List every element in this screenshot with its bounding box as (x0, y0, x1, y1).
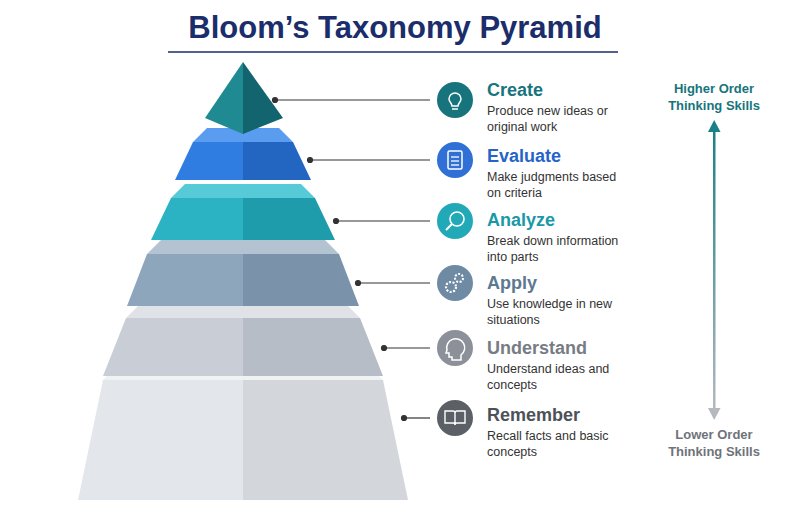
order-label: Lower Order Thinking Skills (655, 426, 773, 460)
order-label: Higher Order Thinking Skills (655, 80, 773, 114)
tier-face (171, 184, 315, 198)
level-item: UnderstandUnderstand ideas and concepts (487, 337, 627, 393)
understand-icon (437, 330, 473, 366)
pyramid-tiers (78, 128, 408, 500)
leader-lines (273, 98, 431, 421)
order-arrow (708, 120, 721, 420)
level-heading: Analyze (487, 209, 627, 231)
evaluate-icon (437, 142, 473, 178)
level-item: EvaluateMake judgments based on criteria (487, 145, 627, 201)
level-description: Produce new ideas or original work (487, 103, 627, 135)
level-item: ApplyUse knowledge in new situations (487, 272, 627, 328)
tier-face (243, 198, 335, 240)
diagram-title: Bloom’s Taxonomy Pyramid (0, 10, 790, 46)
tier-face (243, 254, 359, 306)
tier-face (243, 318, 383, 376)
tier-face (151, 198, 243, 240)
level-item: RememberRecall facts and basic concepts (487, 404, 627, 460)
level-description: Use knowledge in new situations (487, 296, 627, 328)
analyze-icon (437, 203, 473, 239)
tier-face (126, 304, 360, 318)
level-item: AnalyzeBreak down information into parts (487, 209, 627, 265)
tier-face (243, 142, 311, 180)
level-heading: Apply (487, 272, 627, 294)
level-heading: Create (487, 79, 627, 101)
level-description: Break down information into parts (487, 233, 627, 265)
remember-icon (437, 400, 473, 436)
apply-icon (437, 265, 473, 301)
level-description: Make judgments based on criteria (487, 169, 627, 201)
tier-face (103, 318, 243, 376)
level-description: Understand ideas and concepts (487, 361, 627, 393)
create-icon (437, 82, 473, 118)
tier-face (127, 254, 243, 306)
level-heading: Understand (487, 337, 627, 359)
tier-face (243, 380, 408, 500)
level-heading: Evaluate (487, 145, 627, 167)
title-rule (168, 51, 618, 53)
tier-face (147, 240, 339, 254)
tier-face (78, 380, 243, 500)
level-heading: Remember (487, 404, 627, 426)
level-item: CreateProduce new ideas or original work (487, 79, 627, 135)
tier-face (175, 142, 243, 180)
level-description: Recall facts and basic concepts (487, 428, 627, 460)
apex-pyramid (205, 62, 283, 134)
